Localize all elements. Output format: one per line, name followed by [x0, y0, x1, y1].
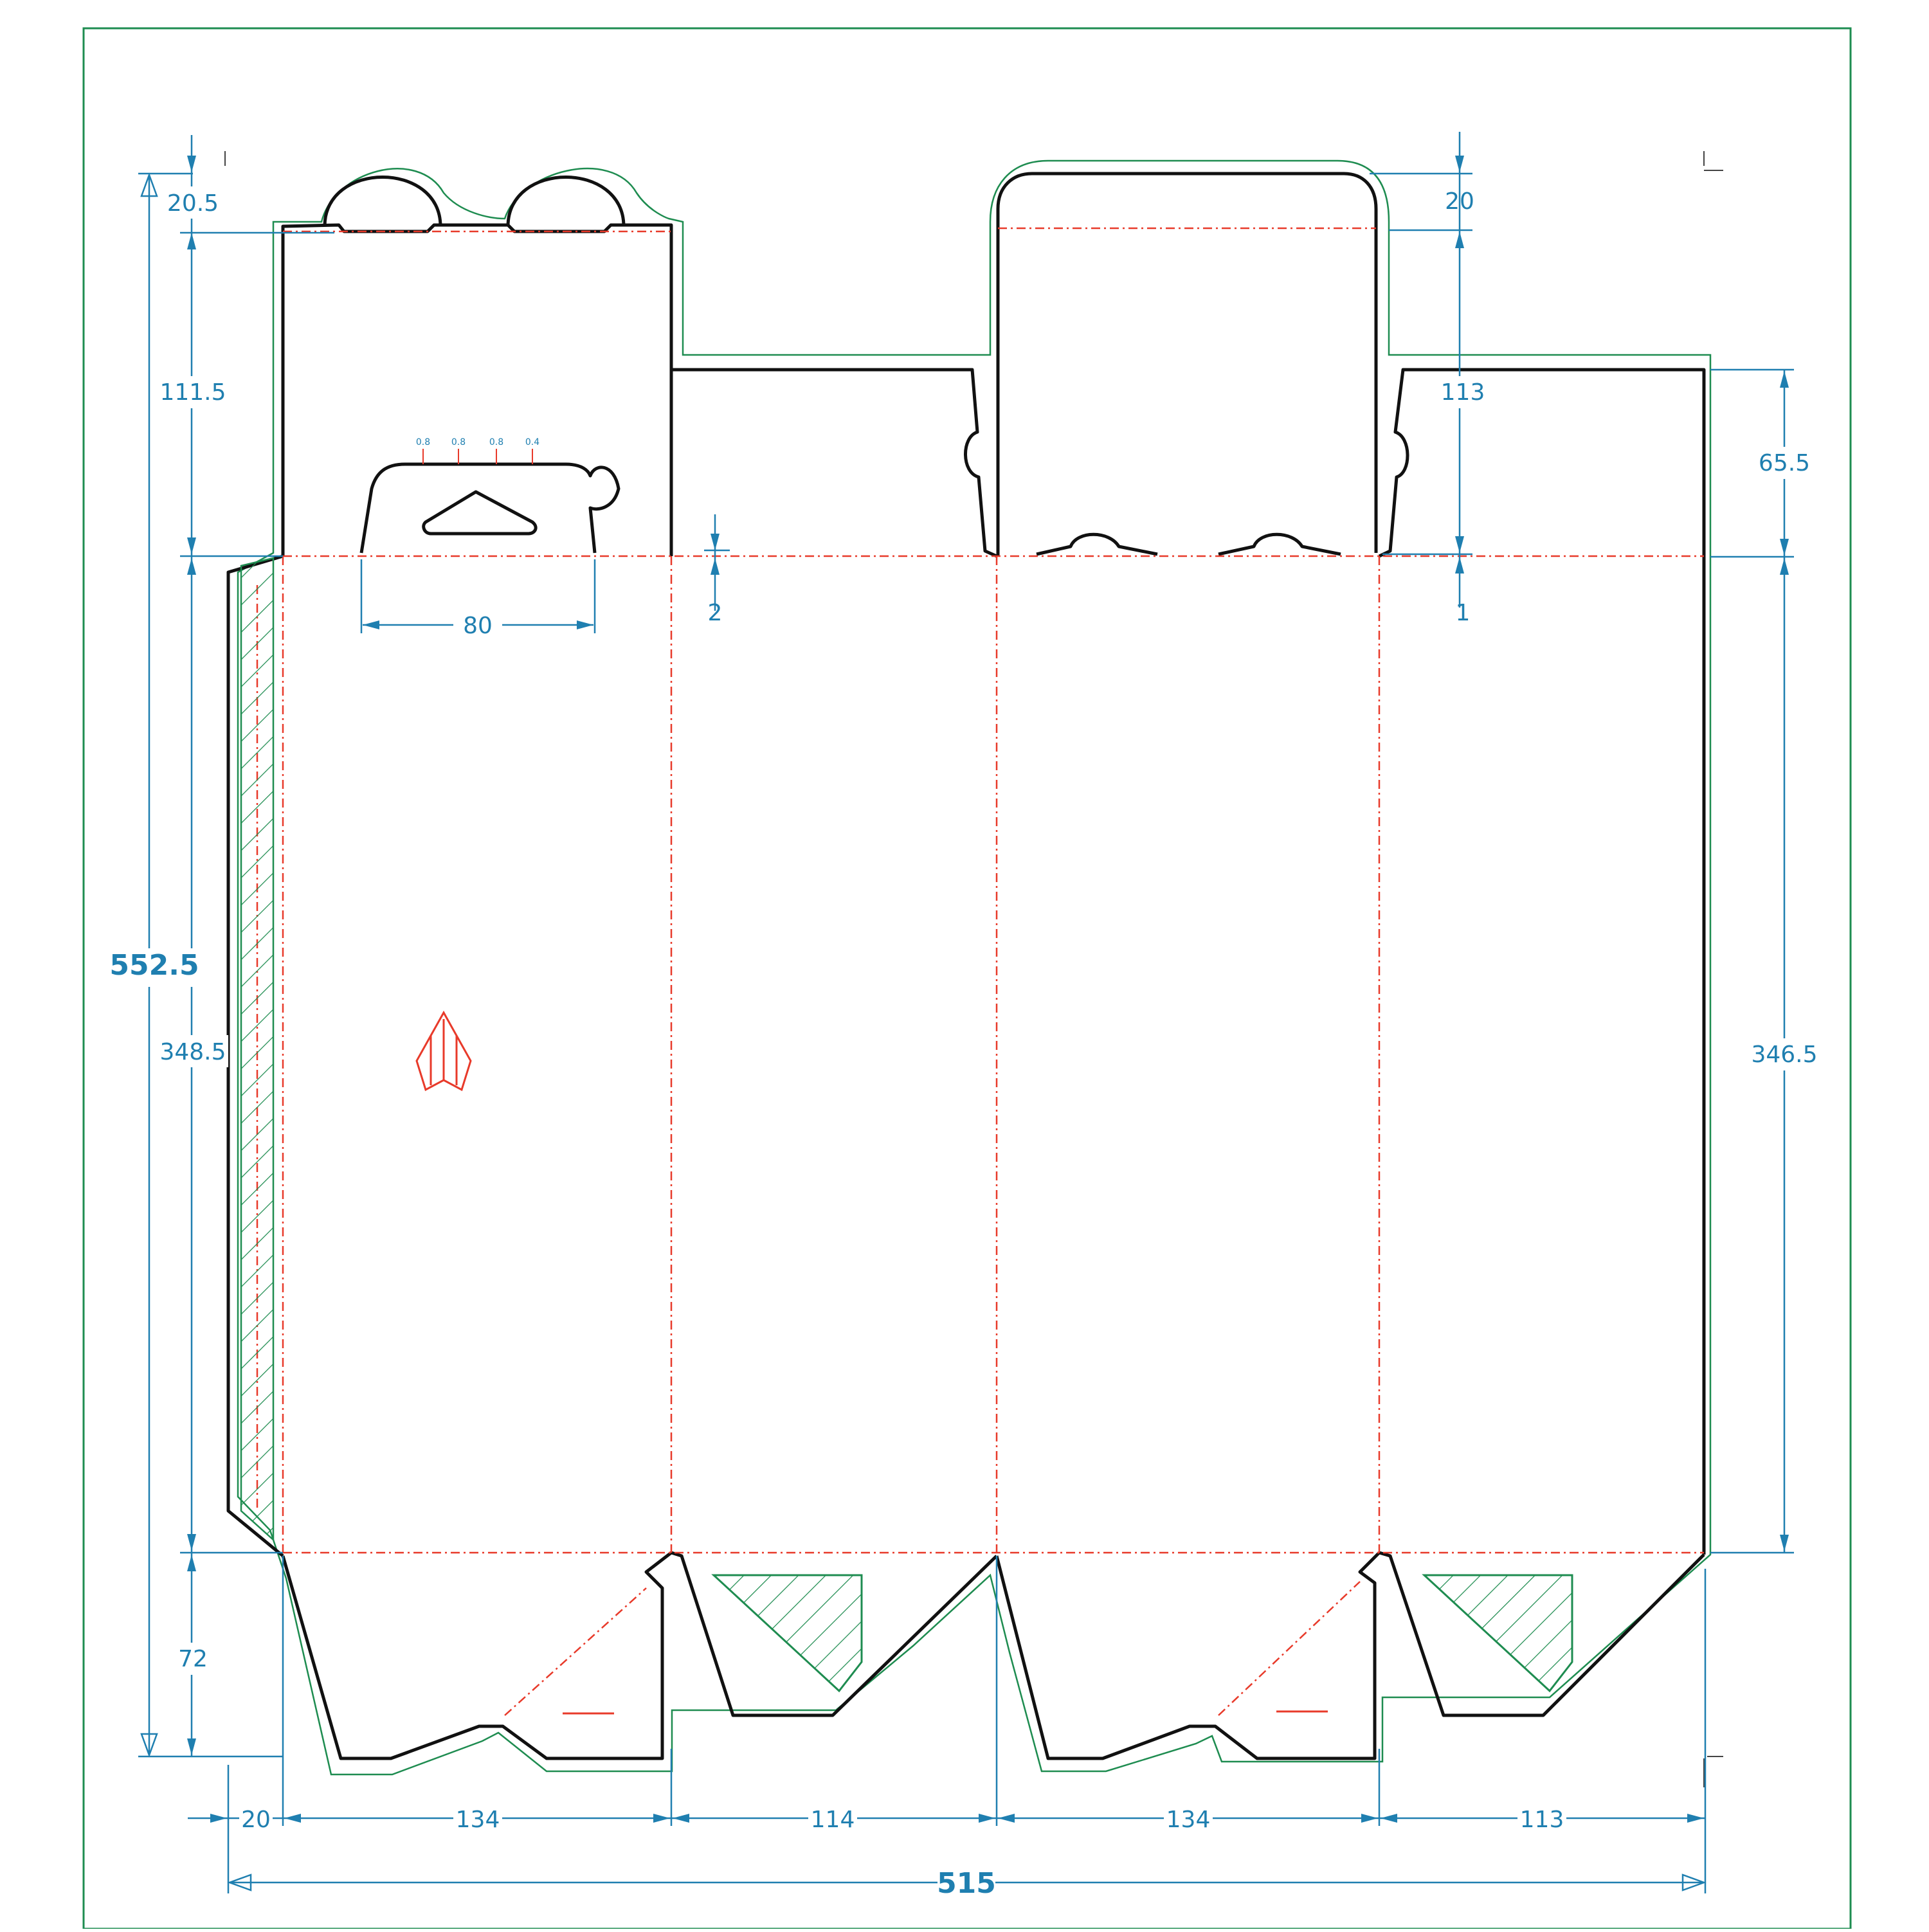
- glue-area-bottom-2: [711, 1574, 863, 1693]
- grain-direction-arrow: [415, 1010, 472, 1092]
- outer-frame: [82, 27, 1852, 1930]
- cut-lines: [226, 172, 1706, 1760]
- glue-area-flap: [240, 557, 275, 1542]
- dim-glue-flap-width: 20: [241, 1807, 271, 1833]
- crop-marks: [224, 151, 1723, 1787]
- hang-tab-note-4: 0.4: [525, 437, 539, 447]
- cut-panel-4-top: [1378, 368, 1706, 558]
- dim-hang-hole-width: 80: [463, 613, 493, 639]
- dim-total-height: 552.5: [109, 949, 199, 982]
- dim-panel-1-width: 134: [456, 1807, 500, 1833]
- dim-main-panel-height-left: 348.5: [159, 1039, 226, 1065]
- dim-offset-2: 2: [708, 600, 723, 626]
- lock-tab-1: [1036, 532, 1158, 556]
- cut-bottom-3: [995, 1551, 1381, 1760]
- dim-upper-panel-height: 111.5: [159, 379, 226, 406]
- dim-main-panel-height-right: 346.5: [1751, 1042, 1817, 1068]
- dim-panel-4-width: 113: [1520, 1807, 1564, 1833]
- dim-offset-1: 1: [1456, 600, 1471, 626]
- dim-top-flap-height: 113: [1441, 379, 1485, 406]
- hang-hole-tab: [359, 462, 620, 554]
- cut-panel-1-top: [281, 223, 673, 556]
- dim-panel-3-width: 134: [1166, 1807, 1211, 1833]
- hang-tab-note-3: 0.8: [489, 437, 503, 447]
- hang-tab-left: [323, 176, 442, 227]
- cut-bottom-4: [1379, 1551, 1705, 1717]
- hang-hole: [422, 490, 538, 536]
- dim-top-tuck-tab: 20: [1445, 188, 1474, 215]
- dim-right-dust-flap-height: 65.5: [1759, 450, 1810, 476]
- hang-tab-notes: 0.8 0.8 0.8 0.4: [416, 437, 539, 464]
- hang-tab-note-1: 0.8: [416, 437, 430, 447]
- dim-top-tab-height: 20.5: [167, 190, 219, 217]
- bleed-outline: [237, 159, 1712, 1776]
- glue-area-bottom-4: [1422, 1574, 1573, 1693]
- cut-bottom-2: [671, 1551, 998, 1717]
- dim-total-width: 515: [937, 1867, 996, 1900]
- cut-panel-3-top: [996, 172, 1378, 556]
- lock-tab-2: [1218, 532, 1341, 556]
- hang-tab-note-2: 0.8: [451, 437, 466, 447]
- hang-tab-right: [506, 176, 626, 227]
- fold-lines: [256, 227, 1704, 1716]
- cut-bottom-1: [281, 1551, 673, 1760]
- dim-panel-2-width: 114: [811, 1807, 855, 1833]
- cut-panel-2-top: [671, 368, 998, 558]
- dim-bottom-flap-height: 72: [178, 1646, 208, 1672]
